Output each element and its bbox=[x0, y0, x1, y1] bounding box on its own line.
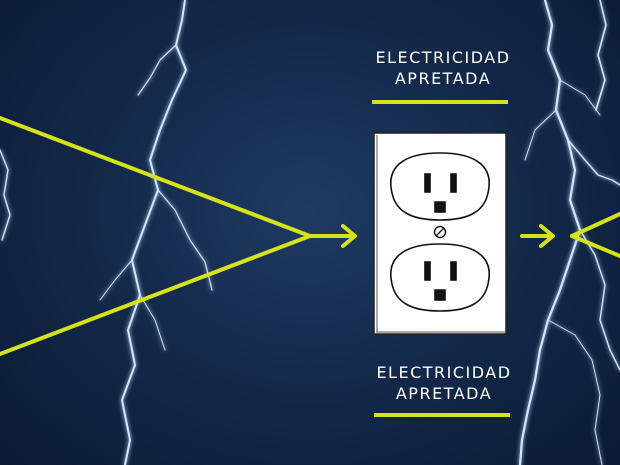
caption-top: ELECTRICIDAD APRETADA bbox=[343, 47, 543, 89]
caption-top-line2: APRETADA bbox=[394, 69, 492, 88]
lightning-branch bbox=[595, 0, 607, 111]
screw-icon bbox=[433, 225, 447, 239]
lightning-bolt-edge bbox=[0, 149, 11, 241]
lightning-branch bbox=[139, 294, 166, 351]
lightning-branch bbox=[157, 189, 213, 291]
lightning-bolt-left bbox=[121, 0, 187, 465]
lightning-branch bbox=[559, 79, 601, 116]
converging-line-top bbox=[0, 116, 312, 238]
lightning-branch bbox=[137, 44, 177, 96]
diverging-line-bottom bbox=[570, 234, 620, 258]
caption-bottom-underline bbox=[374, 413, 510, 417]
lightning-branch bbox=[579, 229, 620, 371]
caption-top-underline bbox=[372, 100, 508, 104]
lightning-branch bbox=[547, 319, 603, 465]
arrow-right-icon bbox=[539, 224, 555, 248]
converging-line-bottom bbox=[0, 234, 312, 356]
caption-bottom-line1: ELECTRICIDAD bbox=[376, 363, 512, 382]
diverging-line-top bbox=[570, 212, 620, 238]
caption-bottom: ELECTRICIDAD APRETADA bbox=[344, 362, 544, 404]
lightning-branch bbox=[567, 139, 620, 186]
receptacle-top bbox=[390, 152, 490, 221]
arrow-right-icon bbox=[341, 224, 357, 248]
caption-bottom-line2: APRETADA bbox=[395, 384, 493, 403]
lightning-branch bbox=[99, 259, 133, 301]
lightning-branch bbox=[524, 109, 557, 161]
receptacle-bottom bbox=[390, 243, 490, 312]
caption-top-line1: ELECTRICIDAD bbox=[375, 48, 511, 67]
